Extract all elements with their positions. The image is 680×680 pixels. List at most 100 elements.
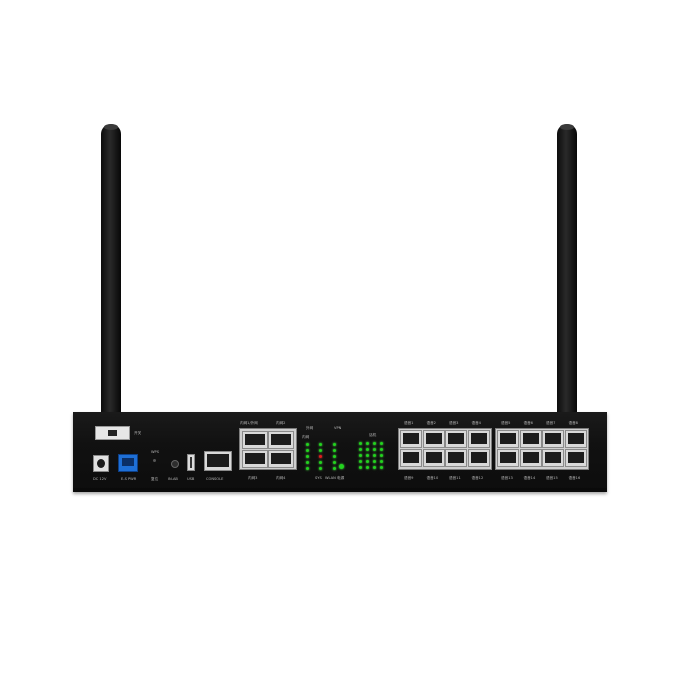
wan-top-label-1: 内网1/外网 [240,421,258,425]
voice-port[interactable] [467,449,490,467]
voice-port-bottom-label: 语音12 [471,476,484,480]
voice-port-bottom-label: 语音16 [568,476,581,480]
status-led [319,443,322,446]
poe-port[interactable] [118,454,138,472]
lan-port-1[interactable] [242,431,268,449]
console-port[interactable] [204,451,232,471]
status-led [333,467,336,470]
left-antenna-tip [104,124,118,130]
voice-port[interactable] [542,430,564,448]
voice-port-bottom-label: 语音9 [404,476,414,480]
left-antenna [101,124,121,416]
lan-bottom-label-1: 内网3 [248,476,258,480]
dc-power-jack[interactable] [93,455,109,472]
chassis-bottom-edge [73,488,607,492]
phone-led [359,442,362,445]
voice-port[interactable] [467,430,490,448]
aux-input-jack[interactable] [171,460,179,468]
usb-port[interactable] [187,454,195,471]
right-antenna [557,124,577,416]
voice-port-top-label: 语音1 [404,421,414,425]
voice-port[interactable] [564,449,587,467]
reset-label: 复位 [151,477,159,481]
voice-port[interactable] [445,449,467,467]
phone-led [380,442,383,445]
phone-led [366,460,369,463]
voice-port-top-label: 语音4 [471,421,481,425]
phone-led [373,454,376,457]
voice-port-bottom-label: 语音15 [546,476,558,480]
phone-led [373,442,376,445]
status-led [333,455,336,458]
voice-port-bottom-label: 语音10 [426,476,439,480]
status-led [306,449,309,452]
status-label-2: 外网 [306,426,314,430]
phone-led [380,454,383,457]
phone-led [359,466,362,469]
phone-led [366,466,369,469]
phone-led [359,448,362,451]
phone-led [380,466,383,469]
wps-label: WPS [151,450,160,454]
phone-led [373,460,376,463]
voice-port[interactable] [400,449,422,467]
phone-led [359,454,362,457]
power-switch-label: 开关 [134,431,142,435]
voice-port-bottom-label: 语音14 [523,476,536,480]
lan-port-block [239,428,297,470]
phone-led [366,442,369,445]
voice-port-bottom-label: 语音11 [449,476,461,480]
phone-label: 话机 [369,433,377,437]
voice-port[interactable] [519,430,542,448]
status-led [333,449,336,452]
lan-port-3[interactable] [242,450,268,468]
status-led [306,455,309,458]
power-led [339,464,344,469]
status-led [333,443,336,446]
voice-port[interactable] [445,430,467,448]
console-label: CONSOLE [206,477,224,481]
voice-port-bottom-label: 语音13 [501,476,513,480]
dc-label: DC 12V [93,477,107,481]
status-led [319,455,322,458]
phone-led [380,448,383,451]
voice-port-top-label: 语音5 [501,421,511,425]
phone-led [373,448,376,451]
status-led [319,449,322,452]
voice-port[interactable] [422,430,445,448]
voice-port[interactable] [519,449,542,467]
poe-label: E-S PWR [121,477,137,481]
voice-port[interactable] [400,430,422,448]
voice-port-top-label: 语音7 [546,421,556,425]
phone-led [359,460,362,463]
lan-port-2[interactable] [268,431,294,449]
voice-port[interactable] [497,430,519,448]
voice-port-top-label: 语音2 [426,421,436,425]
status-sys-label: SYS [315,476,322,480]
voice-port[interactable] [422,449,445,467]
status-label-1: 内网 [302,435,310,439]
status-led [306,443,309,446]
wan-top-label-2: 内网2 [276,421,286,425]
status-led [306,461,309,464]
voice-port[interactable] [564,430,587,448]
voice-port-top-label: 语音3 [449,421,459,425]
voice-port[interactable] [497,449,519,467]
status-led [319,467,322,470]
phone-led [366,454,369,457]
right-antenna-tip [560,124,574,130]
wps-button[interactable] [153,459,156,462]
phone-led [366,448,369,451]
aux-label: IN-AB [168,477,178,481]
status-label-3: VPN [334,426,342,430]
usb-label: USB [187,477,195,481]
lan-port-4[interactable] [268,450,294,468]
phone-led [380,460,383,463]
status-led [306,467,309,470]
power-label: 电源 [337,476,345,480]
voice-port-top-label: 语音6 [523,421,533,425]
status-led [333,461,336,464]
power-switch[interactable] [95,426,130,440]
voice-port[interactable] [542,449,564,467]
